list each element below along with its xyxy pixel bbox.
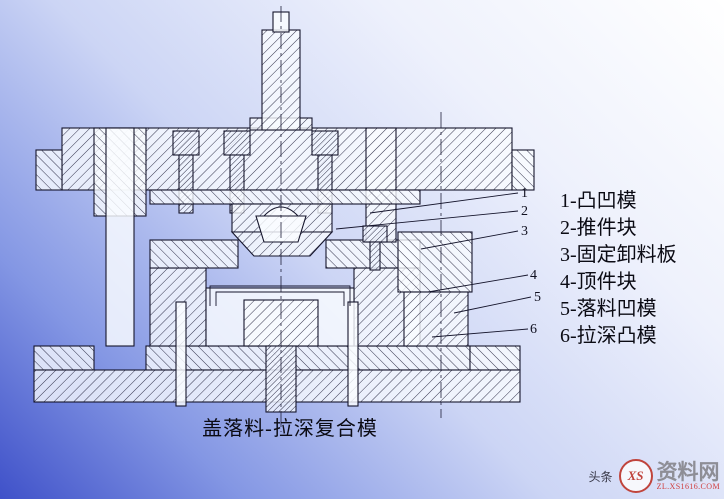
legend-item-5: 5-落料凹模 [560, 298, 657, 320]
die-cross-section-drawing: 1 2 3 4 5 6 [33, 6, 541, 432]
leader-lines [335, 192, 532, 338]
figure-caption: 盖落料-拉深复合模 [202, 418, 378, 440]
legend-item-3: 3-固定卸料板 [560, 244, 677, 266]
part-number-1: 1 [521, 186, 528, 201]
watermark-url: ZL.XS1616.COM [656, 481, 720, 491]
guide-pillar-left [105, 127, 135, 347]
watermark-logo-icon: XS [618, 459, 653, 493]
ejector-pins [175, 301, 359, 407]
workpiece-cup [209, 285, 351, 306]
watermark-text-block: 资料网 ZL.XS1616.COM [657, 461, 720, 491]
part-number-5: 5 [534, 290, 541, 305]
legend-item-4: 4-顶件块 [560, 271, 637, 293]
part-number-3: 3 [521, 224, 528, 239]
part-number-2: 2 [521, 204, 528, 219]
watermark: 头条 XS 资料网 ZL.XS1616.COM [589, 459, 720, 493]
punch-die-assembly [149, 189, 421, 257]
legend-item-6: 6-拉深凸模 [560, 325, 657, 347]
watermark-site-name: 资料网 [656, 459, 720, 484]
part-numbers: 1 2 3 4 5 6 [521, 186, 541, 337]
guide-pillar-right [362, 127, 397, 271]
parts-legend: 1-凸凹模 2-推件块 3-固定卸料板 4-顶件块 5-落料凹模 6-拉深凸模 [560, 188, 677, 350]
watermark-prefix: 头条 [588, 469, 613, 484]
legend-item-2: 2-推件块 [560, 217, 637, 239]
legend-item-1: 1-凸凹模 [560, 190, 637, 212]
part-number-6: 6 [530, 322, 537, 337]
right-block-stack [397, 231, 473, 347]
centerlines [280, 6, 442, 432]
part-number-4: 4 [530, 268, 537, 283]
